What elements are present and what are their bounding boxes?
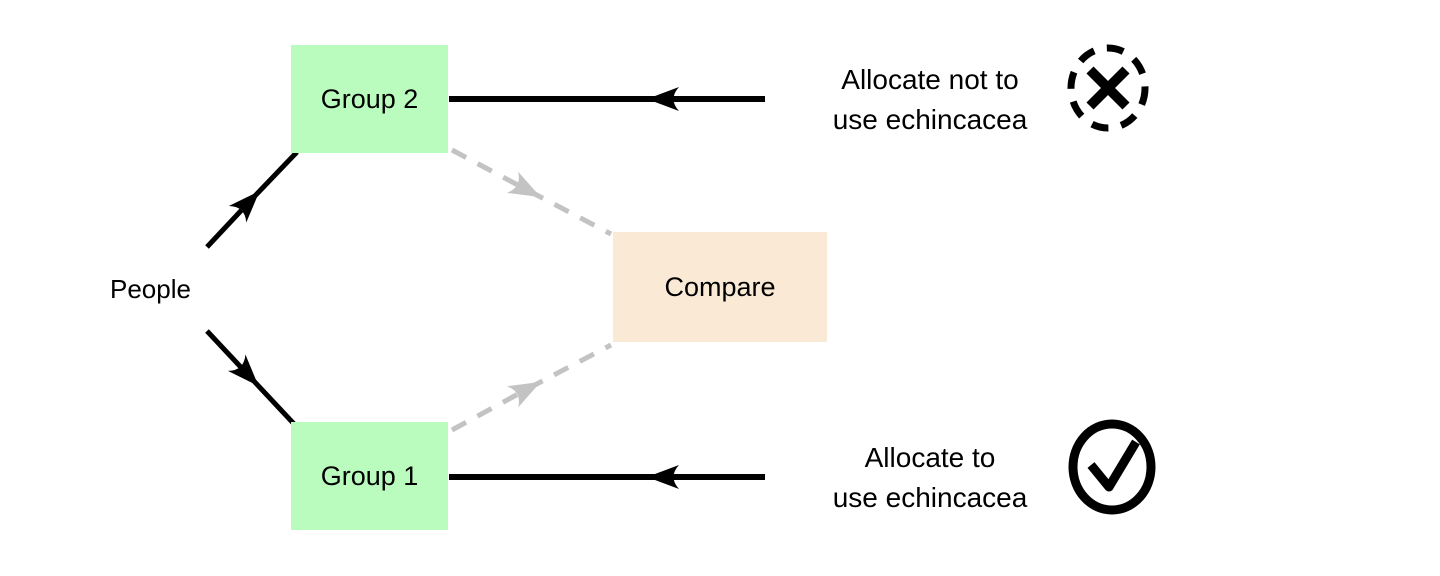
group-2-node: Group 2 xyxy=(291,45,448,153)
arrow-people-to-group2 xyxy=(205,150,299,249)
arrow-group2-to-compare xyxy=(450,147,613,237)
compare-label: Compare xyxy=(664,271,776,302)
group-1-node: Group 1 xyxy=(291,422,448,530)
check-in-circle-icon xyxy=(1068,419,1156,515)
allocate-not-line-2: use echincacea xyxy=(832,104,1028,135)
people-label: People xyxy=(110,274,191,304)
allocate-line-1: Allocate to xyxy=(864,442,996,473)
group-1-label: Group 1 xyxy=(320,460,419,491)
arrow-people-to-group1 xyxy=(205,329,297,427)
allocate-not-line-1: Allocate not to xyxy=(841,64,1019,95)
cross-in-dashed-circle-icon xyxy=(1067,44,1149,132)
allocate-line-2: use echincacea xyxy=(832,482,1028,513)
allocate-text: Allocate to use echincacea xyxy=(805,438,1055,518)
allocate-not-text: Allocate not to use echincacea xyxy=(805,60,1055,140)
arrow-group1-to-compare xyxy=(450,342,613,433)
group-2-label: Group 2 xyxy=(320,83,419,114)
compare-node: Compare xyxy=(613,232,827,342)
